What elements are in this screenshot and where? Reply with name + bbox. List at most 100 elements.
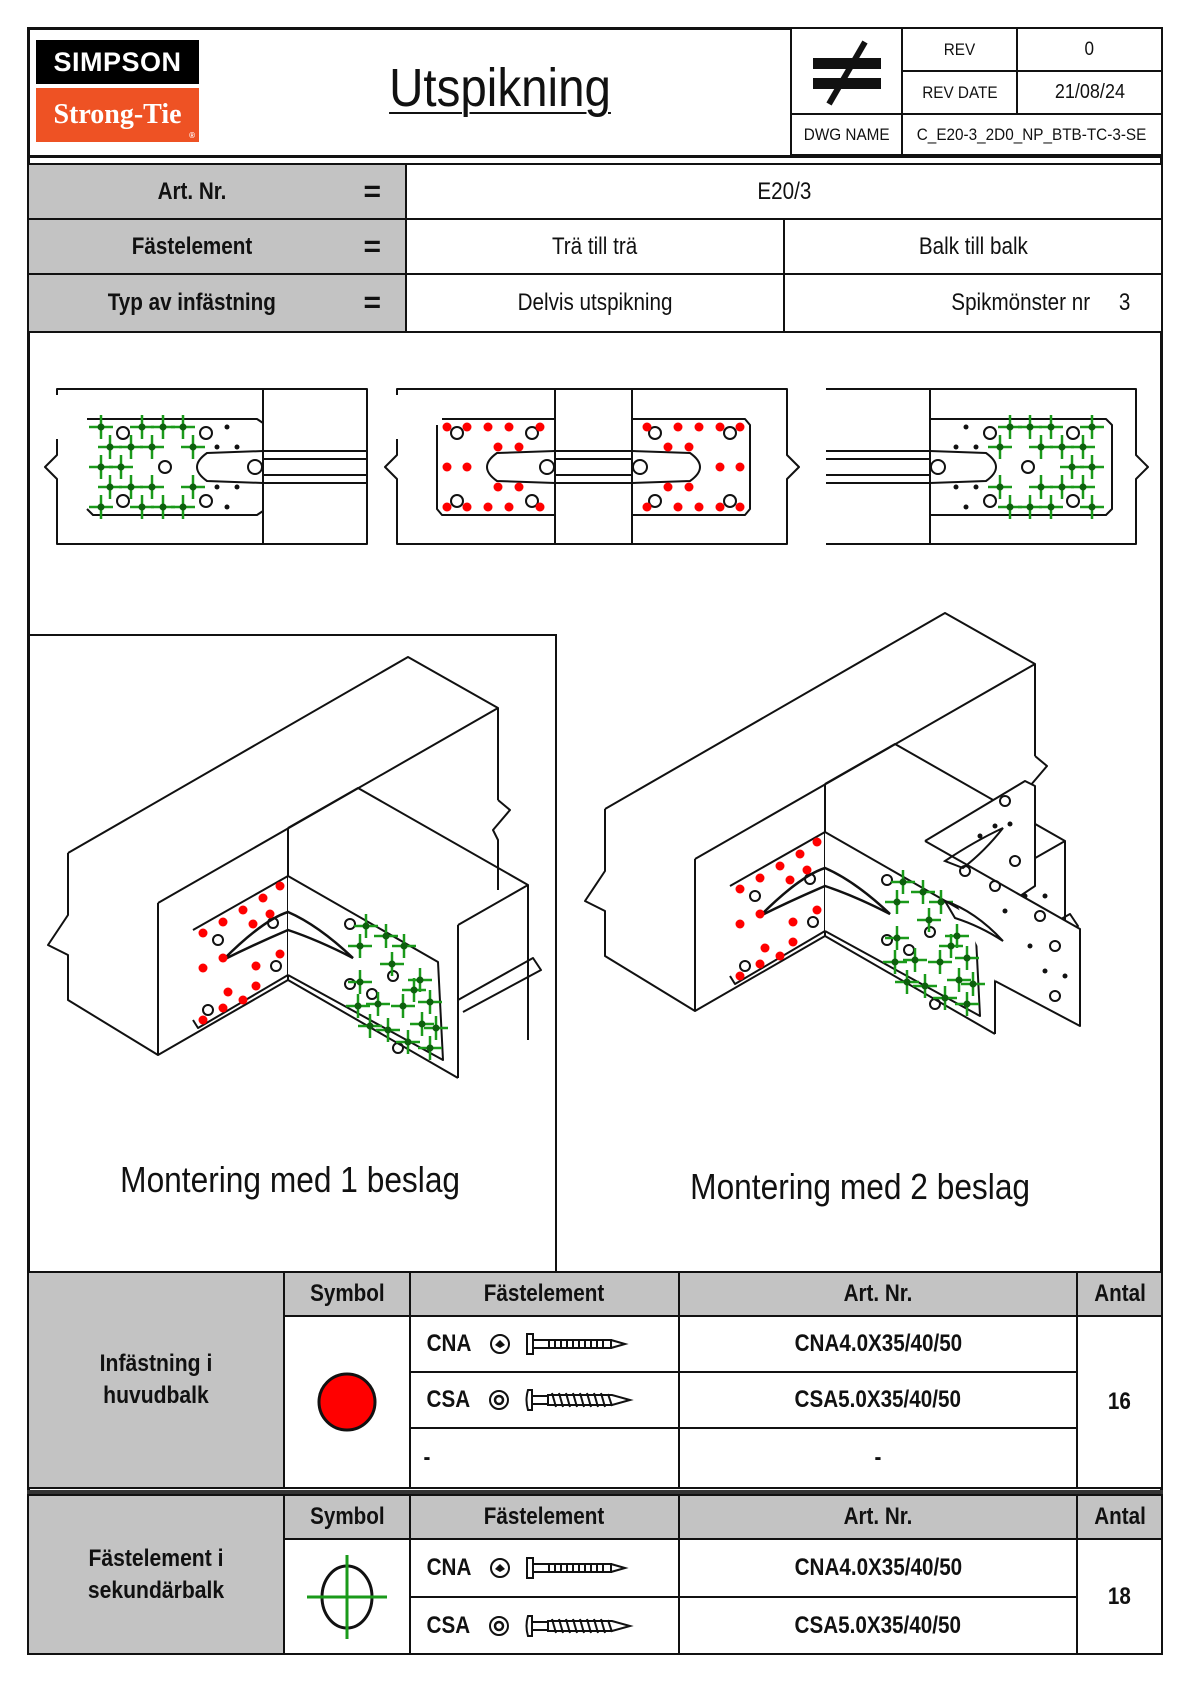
red-nail-marker (684, 442, 694, 452)
qty-main: 16 (1076, 1315, 1163, 1489)
red-nail-marker (802, 865, 812, 875)
small-hole (953, 484, 959, 490)
red-nail-marker (462, 502, 472, 512)
green-nail-marker (1071, 475, 1095, 499)
red-nail-marker (514, 482, 524, 492)
green-nail-marker (939, 934, 963, 958)
plan-1-outline (44, 388, 368, 545)
small-hole (1062, 973, 1068, 979)
red-nail-marker (483, 502, 493, 512)
hole (199, 426, 213, 440)
hole (930, 459, 946, 475)
green-nail-marker (903, 948, 927, 972)
hole (983, 494, 997, 508)
cna-nail-icon (526, 1333, 629, 1355)
symbol-cell-main (283, 1315, 411, 1489)
red-nail-marker (673, 502, 683, 512)
plan-2-outline (384, 388, 800, 545)
red-nail-marker (251, 961, 261, 971)
art-cna-main: CNA4.0X35/40/50 (678, 1315, 1078, 1373)
hole (739, 960, 751, 972)
hole (1009, 855, 1021, 867)
small-hole (1002, 908, 1008, 914)
red-nail-marker (735, 971, 745, 981)
green-nail-marker (140, 435, 164, 459)
red-nail-marker (775, 861, 785, 871)
hole (267, 917, 279, 929)
small-hole (224, 504, 230, 510)
green-nail-marker (961, 972, 985, 996)
green-nail-marker (410, 1012, 434, 1036)
hole (989, 880, 1001, 892)
small-hole (953, 444, 959, 450)
hole (116, 494, 130, 508)
green-nail-marker (376, 1018, 400, 1042)
green-nail-marker (1080, 495, 1104, 519)
green-nail-marker (396, 1030, 420, 1054)
green-nail-marker (348, 934, 372, 958)
red-nail-marker (663, 482, 673, 492)
hole (344, 978, 356, 990)
th-antal-2: Antal (1076, 1494, 1163, 1540)
plan-3-plate (930, 418, 1113, 516)
red-nail-marker (735, 422, 745, 432)
group-huvudbalk: Infästning i huvudbalk (27, 1271, 285, 1489)
iso-left-top-border (27, 634, 557, 636)
green-nail-marker (913, 974, 937, 998)
red-nail-marker (694, 422, 704, 432)
group-sekundarbalk: Fästelement i sekundärbalk (27, 1494, 285, 1655)
green-nail-marker (89, 495, 113, 519)
hole (1066, 426, 1080, 440)
red-nail-marker (442, 502, 452, 512)
symbol-cell-secondary (283, 1538, 411, 1655)
red-nail-marker (788, 937, 798, 947)
th-art-nr: Art. Nr. (678, 1271, 1078, 1317)
red-nail-marker (735, 919, 745, 929)
isometric-views (47, 612, 1081, 1079)
green-nail-marker (358, 1014, 382, 1038)
red-nail-marker (238, 905, 248, 915)
red-nail-marker (275, 949, 285, 959)
plan-2-plate-left (436, 418, 556, 516)
red-nail-marker (812, 905, 822, 915)
red-nail-marker (535, 502, 545, 512)
csa-screw-icon (525, 1614, 634, 1637)
hole (270, 960, 282, 972)
green-nail-marker (354, 914, 378, 938)
info-value-tra-till-tra: Trä till trä (405, 218, 785, 275)
hole (632, 459, 648, 475)
second-bracket-stiffener (942, 899, 1004, 942)
red-nail-marker (684, 482, 694, 492)
hole (648, 494, 662, 508)
green-nail-marker (140, 475, 164, 499)
hole (1021, 460, 1035, 474)
hole (344, 918, 356, 930)
green-nail-marker (988, 435, 1012, 459)
red-nail-marker (755, 959, 765, 969)
hole (1034, 910, 1046, 922)
art-csa-secondary: CSA5.0X35/40/50 (678, 1596, 1078, 1655)
pozidriv-head-icon (490, 1334, 510, 1354)
red-nail-marker (198, 1015, 208, 1025)
th-symbol-2: Symbol (283, 1494, 411, 1540)
green-nail-marker (917, 908, 941, 932)
green-nail-marker (933, 986, 957, 1010)
green-nail-marker (171, 495, 195, 519)
red-nail-marker (663, 442, 673, 452)
green-nail-marker (1060, 455, 1084, 479)
red-nail-marker (218, 953, 228, 963)
green-nail-marker (928, 950, 952, 974)
small-hole (973, 444, 979, 450)
green-crosshair-symbol-icon (307, 1554, 387, 1639)
red-dot-symbol-icon (317, 1372, 377, 1432)
logo-strong-tie: Strong-Tie® (36, 88, 199, 142)
small-hole (1042, 968, 1048, 974)
caption-1-beslag: Montering med 1 beslag (120, 1159, 460, 1200)
art-empty-main: - (678, 1427, 1078, 1489)
red-nail-marker (760, 943, 770, 953)
small-hole (1027, 943, 1033, 949)
small-hole (1007, 821, 1013, 827)
torx-head-icon (488, 1390, 509, 1410)
hole (804, 873, 816, 885)
hole (450, 494, 464, 508)
